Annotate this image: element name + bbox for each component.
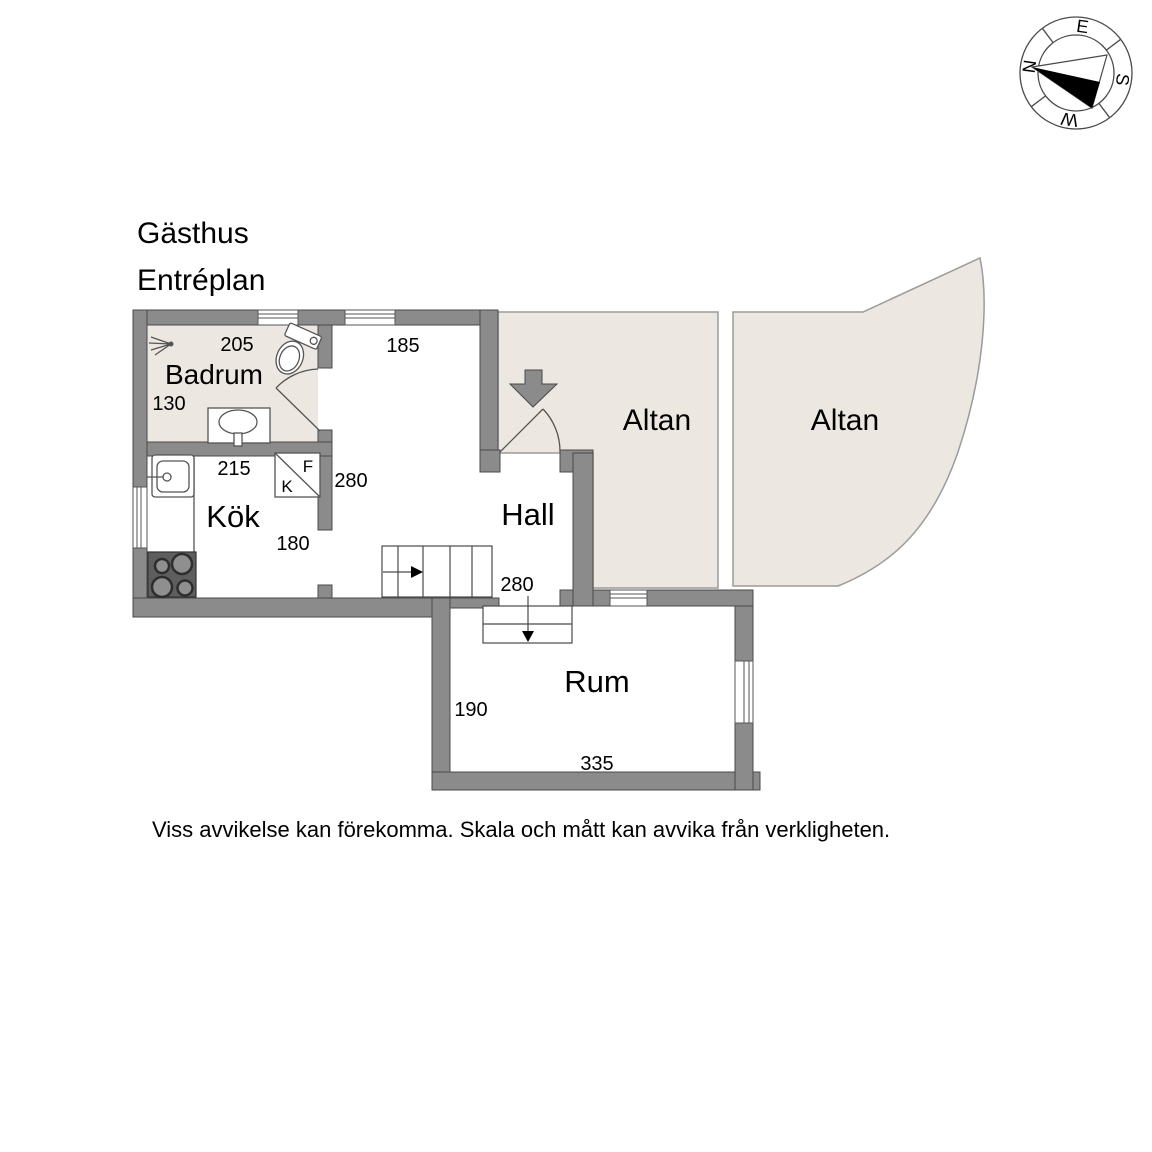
window-glass-lines	[743, 661, 750, 723]
stair-direction-arrow-icon	[411, 566, 423, 578]
dim-hall-bottom: 280	[500, 574, 533, 596]
wall-segment	[132, 597, 451, 618]
burner-icon	[176, 579, 194, 597]
compass-south-label: S	[1112, 72, 1133, 87]
building-title: Gästhus	[137, 217, 249, 250]
staircase	[381, 545, 493, 598]
toilet-flush-button	[309, 336, 318, 345]
wall-segment	[132, 309, 259, 326]
wall-segment	[646, 589, 754, 607]
entrance-arrow-icon	[508, 369, 559, 408]
freezer-label: K	[281, 477, 293, 496]
kitchen-faucet-icon	[162, 472, 172, 482]
altan-left-deck	[497, 311, 719, 589]
compass-needle-icon	[1032, 67, 1100, 108]
shower-icon	[148, 336, 172, 356]
toilet-seat	[278, 345, 301, 372]
altan-right-deck	[732, 256, 985, 587]
dim-hall-top: 185	[386, 335, 419, 357]
window	[132, 486, 148, 549]
burner-icon	[150, 575, 174, 599]
bathroom-sink-icon	[218, 409, 258, 435]
wall-segment	[449, 597, 500, 609]
window-glass-lines	[345, 313, 395, 319]
compass-spokes	[1030, 27, 1122, 119]
compass-east-label: E	[1075, 16, 1090, 37]
windows	[132, 309, 754, 724]
compass-inner-circle	[1037, 34, 1115, 112]
toilet-icon	[275, 322, 323, 375]
wall-segment	[479, 449, 501, 473]
fridge-freezer-diagonal	[274, 452, 321, 498]
window-glass-lines	[610, 593, 647, 599]
wall-segment	[431, 597, 451, 791]
plan-labels: Badrum 205 130 Kök 215 180 Hall 185 280 …	[152, 334, 879, 775]
wall-segment	[317, 324, 333, 369]
entrance-door-leaf	[499, 408, 544, 453]
window-glass-lines	[136, 487, 142, 548]
window-glass-lines	[258, 313, 298, 319]
dim-hall-side: 280	[334, 470, 367, 492]
doors	[275, 368, 561, 453]
wall-segment	[317, 584, 333, 599]
burner-icon	[153, 557, 171, 575]
entrance-door-arc	[542, 408, 561, 453]
badrum-door-leaf	[275, 387, 321, 432]
dim-rum-depth: 190	[454, 699, 487, 721]
wall-segment	[132, 309, 148, 488]
wall-segment	[317, 429, 333, 443]
dim-badrum-depth: 130	[152, 393, 185, 415]
room-label-hall: Hall	[501, 497, 554, 532]
disclaimer-text: Viss avvikelse kan förekomma. Skala och …	[152, 817, 890, 842]
fridge-label: F	[303, 457, 313, 476]
compass-north-label: N	[1019, 59, 1041, 75]
burner-icon	[170, 552, 194, 576]
compass-rose: N E S W	[1019, 16, 1134, 131]
wall-segment	[734, 722, 754, 791]
dim-kok-width: 215	[217, 458, 250, 480]
wall-segment	[479, 309, 499, 454]
shower-head-icon	[168, 341, 174, 347]
wall-segment	[572, 452, 594, 607]
bathroom-sink-tap	[233, 432, 243, 447]
room-label-rum: Rum	[564, 664, 629, 699]
room-label-altan-right: Altan	[811, 404, 879, 437]
compass-west-label: W	[1060, 108, 1080, 130]
room-label-badrum: Badrum	[165, 359, 263, 390]
compass-outer-circle	[1019, 16, 1133, 130]
dim-rum-width: 335	[580, 753, 613, 775]
badrum-door-arc	[275, 368, 319, 389]
walls	[132, 309, 761, 791]
floor-title: Entréplan	[137, 264, 265, 297]
kitchen-fixtures	[147, 452, 321, 599]
wall-segment	[297, 309, 346, 326]
step-direction-arrow-icon	[522, 631, 534, 642]
bathroom-fixtures	[148, 322, 323, 447]
dim-kok-depth: 180	[276, 533, 309, 555]
steps-to-rum	[482, 596, 573, 644]
room-label-kok: Kök	[206, 499, 260, 534]
dim-badrum-width: 205	[220, 334, 253, 356]
room-label-altan-left: Altan	[623, 404, 691, 437]
wall-segment	[431, 771, 761, 791]
